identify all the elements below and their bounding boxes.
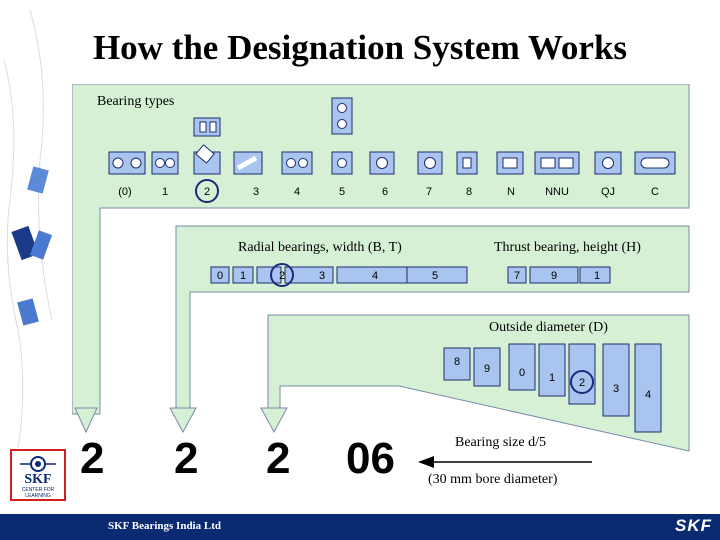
deep-groove-ball-bearing-icon [108, 151, 146, 175]
width-code: 4 [372, 270, 378, 282]
designation-diagram: (0) 1 2 3 4 5 6 7 8 N NNU QJ C 0 1 2 3 4… [72, 84, 690, 468]
type-code: 6 [382, 186, 388, 198]
page-title: How the Designation System Works [92, 28, 628, 67]
book-icon [17, 298, 39, 326]
designation-digit-size: 06 [346, 434, 395, 483]
center-logo-sub: CENTER FOR LEARNING [21, 487, 55, 499]
type-code: 4 [294, 186, 300, 198]
double-row-bearing-icon [281, 151, 313, 175]
skf-center-logo: SKF CENTER FOR LEARNING [10, 449, 66, 501]
bearing-types-label: Bearing types [97, 94, 175, 109]
footer-skf-logo: SKF [675, 516, 712, 535]
height-bar [529, 266, 579, 284]
diameter-code: 0 [519, 367, 525, 379]
type-code: 3 [253, 186, 259, 198]
taper-roller-bearing-icon [233, 151, 263, 175]
selected-diameter-circle [570, 370, 594, 394]
type-code: 1 [162, 186, 168, 198]
bore-diameter-label: (30 mm bore diameter) [428, 472, 558, 487]
width-series-codes: 0 1 2 3 4 5 [217, 270, 438, 282]
width-code: 5 [432, 270, 438, 282]
width-bar [232, 266, 254, 284]
width-bar [406, 266, 468, 284]
center-logo-brand: SKF [24, 472, 52, 487]
spherical-roller-bearing-icon [193, 117, 221, 175]
diameter-bar [538, 343, 566, 397]
book-icon [27, 166, 49, 194]
type-codes: (0) 1 2 3 4 5 6 7 8 N NNU QJ C [118, 186, 659, 198]
designation-digit-width: 2 [174, 434, 199, 483]
angular-contact-ball-bearing-icon [417, 151, 443, 175]
bearing-logo-icon [20, 456, 56, 472]
diameter-bar [473, 347, 501, 387]
selected-type-circle [195, 179, 219, 203]
height-bar [579, 266, 611, 284]
type-code: 7 [426, 186, 432, 198]
type-code: 8 [466, 186, 472, 198]
type-code: C [651, 186, 659, 198]
height-code: 7 [514, 270, 520, 282]
footer-company-name: SKF Bearings India Ltd [108, 520, 221, 532]
ball-bearing-icon [369, 151, 395, 175]
thrust-bearing-icon [456, 151, 478, 175]
arrow-down-icon [74, 407, 98, 434]
bearing-type-icons [108, 97, 676, 175]
height-series-codes: 7 9 1 [514, 270, 600, 282]
four-point-contact-bearing-icon [594, 151, 622, 175]
arrow-left-icon [418, 456, 434, 468]
carb-toroidal-roller-bearing-icon [634, 151, 676, 175]
height-code: 9 [551, 270, 557, 282]
self-aligning-ball-bearing-icon [151, 151, 179, 175]
arrow-down-icon [260, 407, 288, 434]
thrust-ball-bearing-icon [331, 97, 353, 175]
diameter-code: 9 [484, 363, 490, 375]
width-bar [284, 266, 334, 284]
height-code: 1 [594, 270, 600, 282]
decorative-sketch [3, 9, 53, 481]
designation-digit-diameter: 2 [266, 434, 291, 483]
width-code: 0 [217, 270, 223, 282]
book-icon [29, 230, 53, 260]
type-code: 5 [339, 186, 345, 198]
thrust-height-label: Thrust bearing, height (H) [494, 240, 641, 255]
diameter-bar [508, 343, 536, 391]
width-code: 3 [319, 270, 325, 282]
type-code: (0) [118, 186, 131, 198]
footer-bar: SKF Bearings India Ltd SKF [0, 514, 720, 540]
diameter-code: 2 [579, 377, 585, 389]
cylindrical-roller-bearing-icon [496, 151, 524, 175]
diameter-bar [443, 347, 471, 381]
width-bar [256, 266, 282, 284]
width-code: 2 [279, 270, 285, 282]
height-series-bars [507, 266, 611, 284]
type-code: NNU [545, 186, 569, 198]
radial-width-label: Radial bearings, width (B, T) [238, 240, 402, 255]
diameter-code: 8 [454, 356, 460, 368]
diameter-bar [568, 343, 596, 405]
type-code: 2 [204, 186, 210, 198]
arrow-down-icon [169, 407, 197, 434]
type-code: N [507, 186, 515, 198]
diameter-series-codes: 8 9 0 1 2 3 4 [454, 356, 651, 401]
width-bar [210, 266, 230, 284]
double-row-cylindrical-roller-bearing-icon [534, 151, 580, 175]
diameter-bar [602, 343, 630, 417]
selected-width-circle [270, 263, 294, 287]
height-bar [507, 266, 527, 284]
diameter-bar [634, 343, 662, 433]
outside-diameter-label: Outside diameter (D) [489, 320, 608, 335]
bearing-size-label: Bearing size d/5 [455, 435, 546, 450]
designation-digit-type: 2 [80, 434, 105, 483]
type-code: QJ [601, 186, 615, 198]
width-series-bars [210, 266, 468, 284]
diameter-code: 3 [613, 383, 619, 395]
width-code: 1 [240, 270, 246, 282]
diameter-code: 4 [645, 389, 651, 401]
diameter-code: 1 [549, 372, 555, 384]
